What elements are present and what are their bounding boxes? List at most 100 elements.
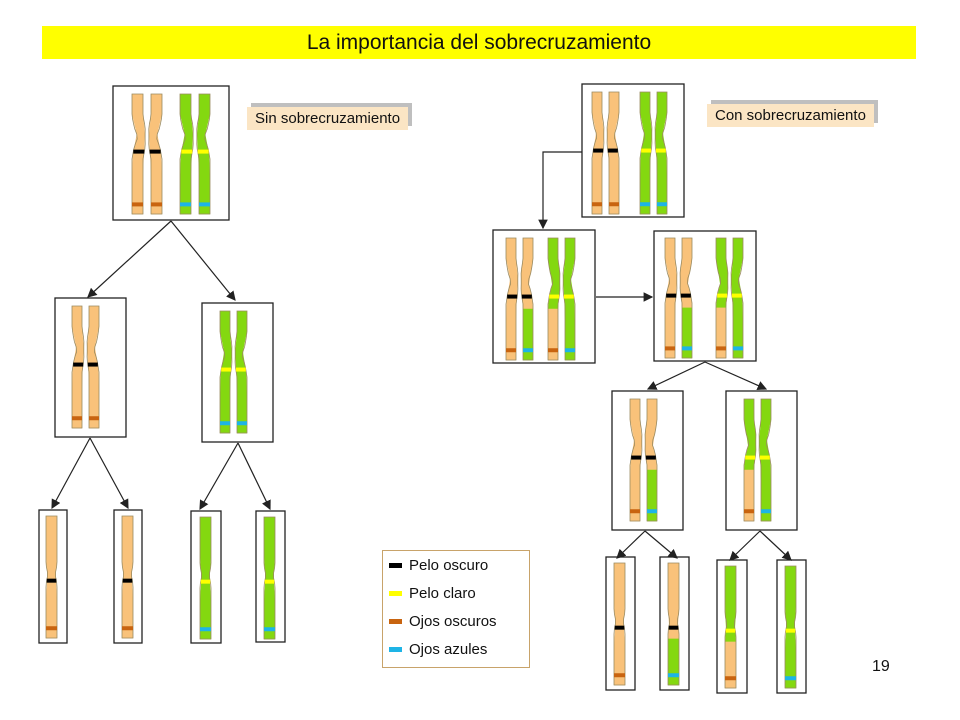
- chromatid-outline: [679, 237, 693, 359]
- chromatid-segment: [682, 316, 692, 325]
- chromatid-segment: [647, 486, 657, 496]
- chromatid-segment: [665, 298, 676, 319]
- gene-band: [122, 626, 133, 631]
- chromatid: [547, 237, 561, 361]
- chromatid: [148, 93, 163, 215]
- chromatid: [131, 93, 146, 215]
- gene-band: [725, 628, 736, 633]
- chromatid-segment: [200, 557, 211, 579]
- gene-band: [668, 625, 679, 630]
- gene-band: [523, 348, 533, 353]
- chromatid-segment: [132, 94, 143, 115]
- chromatid-segment: [745, 446, 756, 459]
- gene-band: [657, 202, 667, 207]
- chromatid: [758, 398, 772, 522]
- arrows: [51, 151, 792, 561]
- gene-band: [716, 346, 726, 351]
- gene-band: [133, 149, 145, 154]
- chromatid: [45, 515, 58, 639]
- chromatid-segment: [682, 349, 692, 359]
- chromatid: [179, 93, 194, 215]
- gene-band: [506, 348, 516, 353]
- chromatid-segment: [122, 516, 133, 537]
- chromatid-segment: [668, 613, 679, 627]
- chromatid-segment: [592, 153, 603, 174]
- chromatid-segment: [614, 563, 625, 584]
- chromatid-segment: [72, 346, 84, 368]
- gene-band: [565, 348, 575, 353]
- gene-band: [264, 579, 275, 584]
- chromatid-segment: [647, 495, 657, 505]
- chromatid-segment: [87, 326, 99, 348]
- chromatid-segment: [523, 334, 533, 344]
- chromatid-segment: [665, 258, 677, 279]
- chromatid-segment: [521, 261, 533, 274]
- chromatid-segment: [785, 566, 796, 587]
- chromatid-outline: [547, 237, 561, 361]
- chromatid-segment: [523, 238, 533, 251]
- chromatid-segment: [506, 258, 518, 280]
- gene-band: [200, 579, 211, 584]
- chromatid-segment: [645, 457, 657, 471]
- chromatid-segment: [716, 324, 726, 334]
- chromatid: [562, 237, 576, 361]
- chromatid-segment: [132, 134, 146, 155]
- arrow: [199, 442, 239, 511]
- chromatid-segment: [196, 134, 210, 155]
- chromatid-segment: [506, 238, 516, 259]
- chromatid-segment: [785, 586, 796, 608]
- chromatid-segment: [657, 173, 667, 195]
- chromatid-segment: [640, 112, 652, 134]
- chromatid-segment: [46, 556, 57, 578]
- chromatid: [679, 237, 693, 359]
- legend-swatch-dark-eyes: [389, 619, 402, 624]
- chromatid-segment: [716, 332, 726, 342]
- chromatid-outline: [86, 305, 100, 429]
- chromatid-segment: [180, 94, 191, 115]
- chromatid-segment: [725, 657, 736, 666]
- chromatid-segment: [237, 311, 247, 332]
- chromatid-segment: [640, 92, 650, 113]
- chromatid-segment: [725, 591, 736, 605]
- label-sin-sobrecruzamiento: Sin sobrecruzamiento: [247, 107, 409, 130]
- arrow: [51, 437, 91, 510]
- chromatid: [667, 562, 680, 686]
- gene-band: [640, 202, 650, 207]
- chromatid: [629, 398, 643, 522]
- gene-band: [725, 676, 736, 681]
- chromatid-segment: [548, 325, 558, 335]
- cell-box: [112, 85, 230, 221]
- gene-band: [507, 294, 518, 299]
- chromatid: [520, 237, 534, 361]
- arrow: [704, 361, 768, 390]
- chromatid-segment: [592, 92, 602, 113]
- gene-band: [89, 416, 99, 421]
- chromatid-segment: [235, 331, 247, 353]
- gene-band: [665, 346, 675, 351]
- chromatid-segment: [237, 392, 247, 414]
- gene-band: [221, 367, 232, 372]
- chromatid-segment: [548, 351, 558, 361]
- gene-band: [785, 676, 796, 681]
- legend-swatch-dark-hair: [389, 563, 402, 568]
- chromatid-segment: [630, 480, 640, 502]
- chromatid-segment: [640, 153, 651, 174]
- chromatid-segment: [725, 566, 736, 580]
- chromatid-outline: [654, 91, 668, 215]
- chromatid-segment: [733, 238, 743, 259]
- chromatid-segment: [725, 664, 736, 673]
- chromatid-segment: [759, 439, 771, 461]
- chromatid-segment: [46, 536, 57, 558]
- chromatid-segment: [72, 367, 83, 388]
- page-number: 19: [872, 658, 890, 675]
- gene-band: [609, 202, 619, 207]
- chromatid: [121, 515, 134, 639]
- chromatid: [71, 305, 85, 429]
- chromatid-segment: [725, 680, 736, 689]
- chromatid-outline: [562, 237, 576, 361]
- chromatid-segment: [744, 486, 754, 496]
- chromatid-segment: [548, 249, 559, 262]
- chromatid: [234, 310, 248, 434]
- chromatid-segment: [614, 583, 625, 605]
